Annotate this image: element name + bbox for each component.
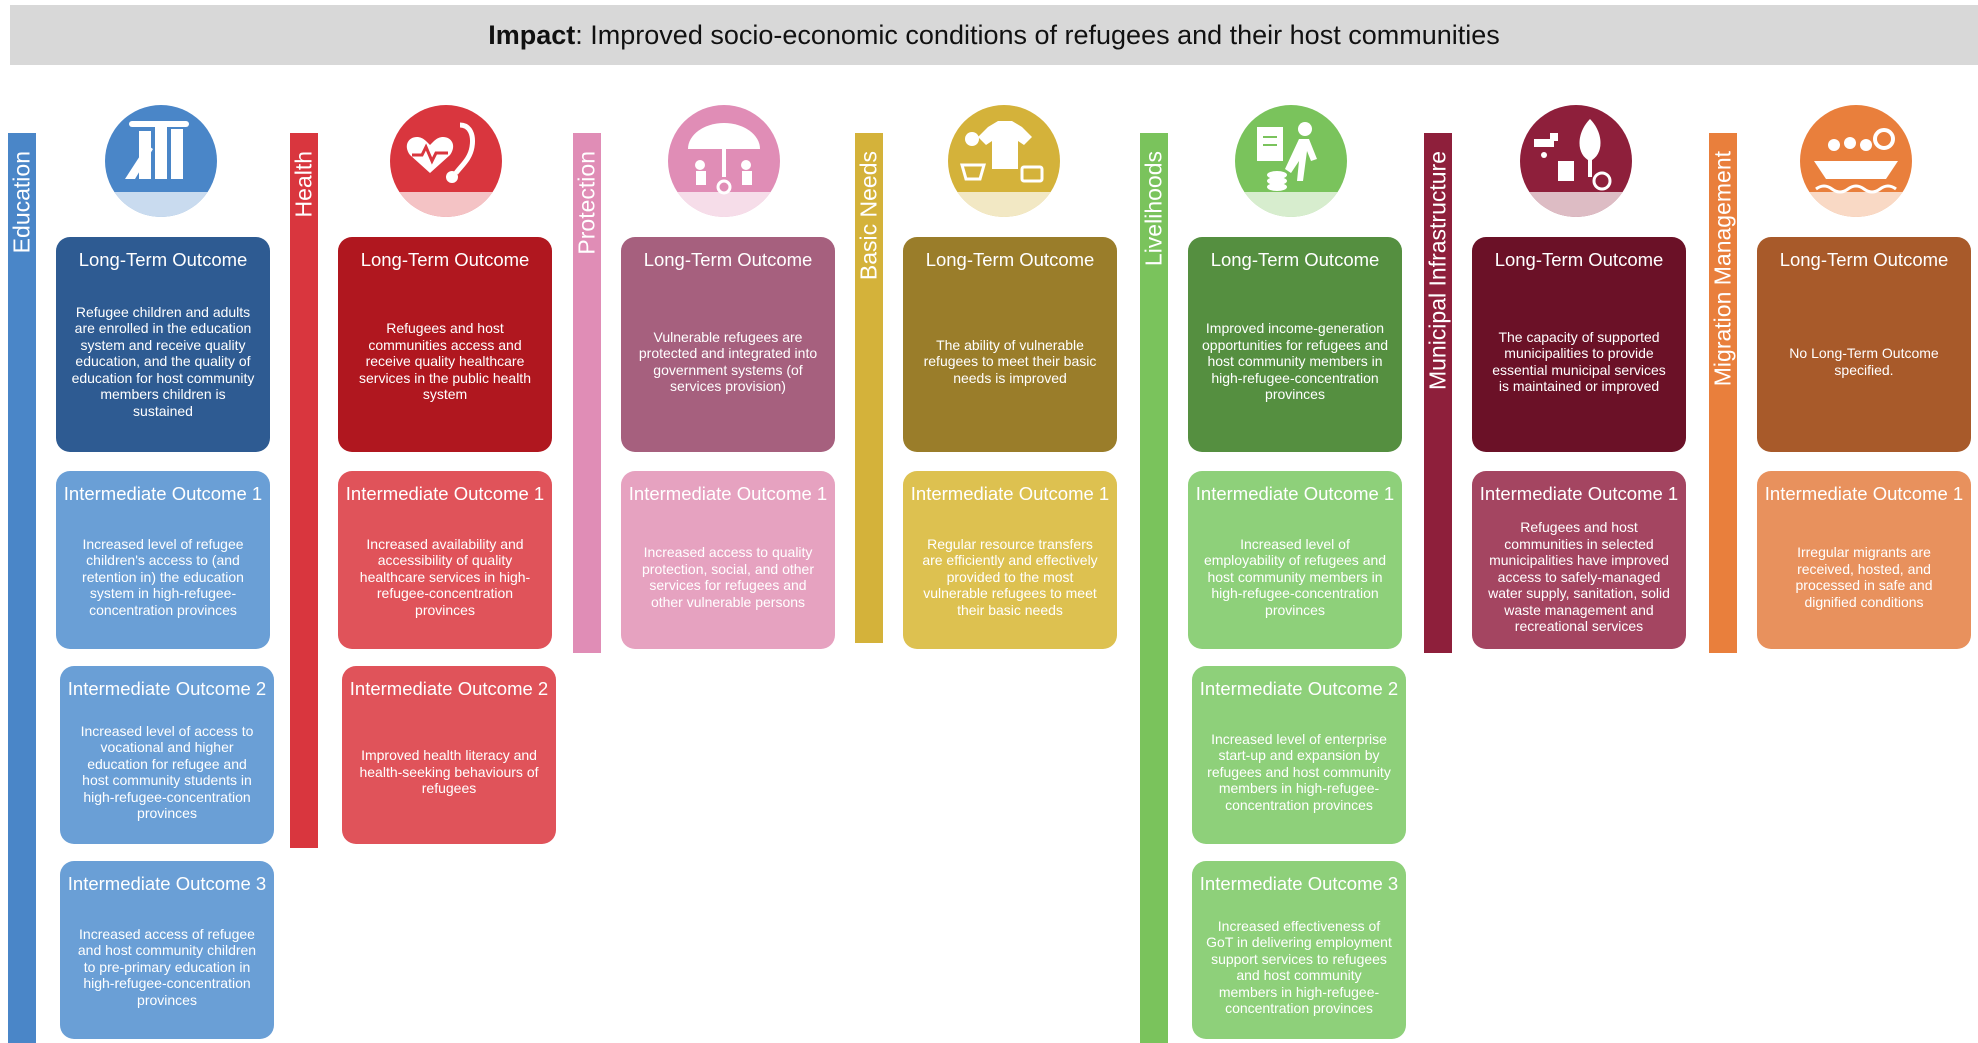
intermediate-outcome-basic-needs-1: Intermediate Outcome 1 Regular resource t… — [903, 471, 1117, 649]
box-text: Increased access of refugee and host com… — [77, 925, 257, 1008]
box-text: Refugees and host communities in selecte… — [1488, 519, 1670, 634]
intermediate-outcome-protection-1: Intermediate Outcome 1 Increased access t… — [621, 471, 835, 649]
pillar-bar-migration-management: Migration Management — [1709, 133, 1737, 653]
box-title: Long-Term Outcome — [1779, 249, 1949, 270]
pillar-bar-livelihoods: Livelihoods — [1140, 133, 1168, 1043]
box-title: Intermediate Outcome 2 — [1199, 678, 1399, 699]
box-title: Long-Term Outcome — [643, 249, 813, 270]
box-title: Long-Term Outcome — [78, 249, 248, 270]
box-title: Intermediate Outcome 3 — [67, 873, 267, 894]
pillar-bar-municipal-infrastructure: Municipal Infrastructure — [1424, 133, 1452, 653]
box-title: Intermediate Outcome 1 — [628, 483, 828, 504]
long-term-outcome-migration-management: Long-Term Outcome No Long-Term Outcome sp… — [1757, 237, 1971, 452]
intermediate-outcome-education-1: Intermediate Outcome 1 Increased level of… — [56, 471, 270, 649]
umbrella-family-icon — [668, 105, 780, 217]
box-title: Intermediate Outcome 1 — [1764, 483, 1964, 504]
boat-people-icon — [1800, 105, 1912, 217]
box-text: Improved health literacy and health-seek… — [359, 747, 539, 796]
box-text: The capacity of supported municipalities… — [1492, 328, 1666, 395]
intermediate-outcome-municipal-infrastructure-1: Intermediate Outcome 1 Refugees and host … — [1472, 471, 1686, 649]
pillar-label: Basic Needs — [855, 151, 882, 281]
box-text: Increased access to quality protection, … — [642, 544, 814, 610]
box-text: Refugees and host communities access and… — [359, 320, 531, 402]
box-text: Refugee children and adults are enrolled… — [71, 303, 255, 419]
impact-text: : Improved socio-economic conditions of … — [575, 19, 1500, 50]
box-text: Irregular migrants are received, hosted,… — [1795, 544, 1933, 610]
box-title: Long-Term Outcome — [1210, 249, 1380, 270]
impact-banner: Impact : Improved socio-economic conditi… — [10, 5, 1978, 65]
box-title: Intermediate Outcome 1 — [345, 483, 545, 504]
pillar-bar-health: Health — [290, 133, 318, 848]
tap-tree-icon — [1520, 105, 1632, 217]
box-text: Increased effectiveness of GoT in delive… — [1206, 917, 1392, 1017]
box-title: Intermediate Outcome 2 — [67, 678, 267, 699]
intermediate-outcome-livelihoods-3: Intermediate Outcome 3 Increased effectiv… — [1192, 861, 1406, 1039]
pillar-label: Municipal Infrastructure — [1424, 151, 1451, 391]
pillar-label: Health — [290, 151, 317, 218]
box-title: Intermediate Outcome 2 — [349, 678, 549, 699]
box-text: Increased level of enterprise start-up a… — [1207, 730, 1391, 813]
pillar-bar-education: Education — [8, 133, 36, 1043]
box-title: Long-Term Outcome — [360, 249, 530, 270]
box-text: Improved income-generation opportunities… — [1202, 320, 1389, 402]
pillar-label: Migration Management — [1709, 151, 1736, 387]
box-title: Intermediate Outcome 3 — [1199, 873, 1399, 894]
box-title: Intermediate Outcome 1 — [63, 483, 263, 504]
box-text: The ability of vulnerable refugees to me… — [923, 336, 1097, 386]
intermediate-outcome-education-2: Intermediate Outcome 2 Increased level of… — [60, 666, 274, 844]
intermediate-outcome-health-2: Intermediate Outcome 2 Improved health li… — [342, 666, 556, 844]
box-text: Regular resource transfers are efficient… — [922, 535, 1098, 618]
pillar-label: Livelihoods — [1140, 151, 1167, 267]
impact-label: Impact — [488, 19, 576, 50]
shirt-cart-icon — [948, 105, 1060, 217]
box-text: Vulnerable refugees are protected and in… — [638, 328, 818, 395]
intermediate-outcome-health-1: Intermediate Outcome 1 Increased availabi… — [338, 471, 552, 649]
intermediate-outcome-livelihoods-2: Intermediate Outcome 2 Increased level of… — [1192, 666, 1406, 844]
box-text: Increased availability and accessibility… — [359, 535, 531, 618]
books-icon — [105, 105, 217, 217]
intermediate-outcome-livelihoods-1: Intermediate Outcome 1 Increased level of… — [1188, 471, 1402, 649]
heart-stethoscope-icon — [390, 105, 502, 217]
box-text: Increased level of employability of refu… — [1203, 535, 1387, 618]
box-title: Intermediate Outcome 1 — [910, 483, 1110, 504]
box-text: Increased level of access to vocational … — [80, 722, 254, 822]
box-title: Long-Term Outcome — [925, 249, 1095, 270]
box-title: Long-Term Outcome — [1494, 249, 1664, 270]
box-title: Intermediate Outcome 1 — [1479, 483, 1679, 504]
pillar-bar-basic-needs: Basic Needs — [855, 133, 883, 643]
box-text: Increased level of refugee children's ac… — [82, 535, 244, 618]
pillar-label: Protection — [573, 151, 600, 255]
intermediate-outcome-migration-management-1: Intermediate Outcome 1 Irregular migrants… — [1757, 471, 1971, 649]
box-title: Intermediate Outcome 1 — [1195, 483, 1395, 504]
worker-coins-icon — [1235, 105, 1347, 217]
pillar-label: Education — [8, 151, 35, 254]
box-text: No Long-Term Outcome specified. — [1789, 345, 1939, 378]
pillar-bar-protection: Protection — [573, 133, 601, 653]
intermediate-outcome-education-3: Intermediate Outcome 3 Increased access o… — [60, 861, 274, 1039]
